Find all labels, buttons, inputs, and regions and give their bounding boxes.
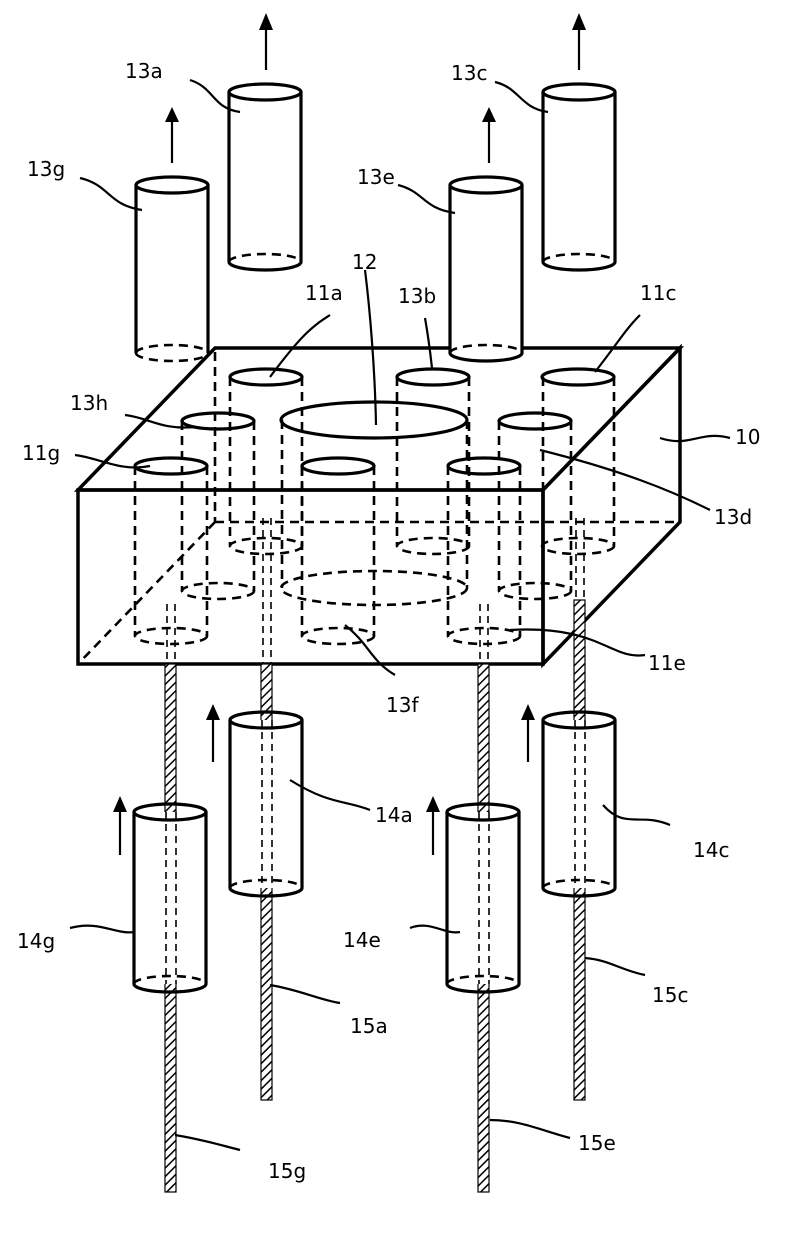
label-15g: 15g — [268, 1159, 306, 1183]
label-14c: 14c — [693, 838, 729, 862]
label-14e: 14e — [343, 928, 381, 952]
channel-13d — [497, 411, 573, 601]
cylinder-13g — [134, 107, 210, 363]
label-15e: 15e — [578, 1131, 616, 1155]
reference-labels: 10 11a 11c 11e 11g 12 13a 13b 13c 13d 13… — [17, 59, 760, 1183]
cylinder-14a — [206, 704, 304, 898]
label-13a: 13a — [125, 59, 163, 83]
label-11g: 11g — [22, 441, 60, 465]
leader-lines — [69, 78, 731, 1152]
cylinder-14c — [521, 704, 617, 898]
cylinder-13a — [227, 13, 303, 272]
channels — [133, 367, 616, 646]
label-11e: 11e — [648, 651, 686, 675]
cylinder-14e — [426, 796, 521, 994]
label-13h: 13h — [70, 391, 108, 415]
cylinder-13e — [448, 107, 524, 363]
channel-13f — [300, 456, 376, 646]
label-15c: 15c — [652, 983, 688, 1007]
label-13f: 13f — [386, 693, 419, 717]
channel-11a — [228, 367, 304, 556]
channel-13b — [395, 367, 471, 556]
cylinder-14g — [113, 796, 208, 994]
upper-cylinders — [134, 13, 617, 363]
label-12: 12 — [352, 250, 377, 274]
label-11c: 11c — [640, 281, 676, 305]
label-10: 10 — [735, 425, 760, 449]
label-14a: 14a — [375, 803, 413, 827]
label-13g: 13g — [27, 157, 65, 181]
label-14g: 14g — [17, 929, 55, 953]
label-13e: 13e — [357, 165, 395, 189]
label-11a: 11a — [305, 281, 343, 305]
channel-13h — [180, 411, 256, 601]
cylinder-13c — [541, 13, 617, 272]
label-13d: 13d — [714, 505, 752, 529]
label-13c: 13c — [451, 61, 487, 85]
lower-cylinders — [113, 704, 617, 994]
channel-11c — [540, 367, 616, 556]
label-13b: 13b — [398, 284, 436, 308]
block-10 — [73, 343, 685, 669]
channel-11g — [133, 456, 209, 646]
label-15a: 15a — [350, 1014, 388, 1038]
channel-11e — [446, 456, 522, 646]
